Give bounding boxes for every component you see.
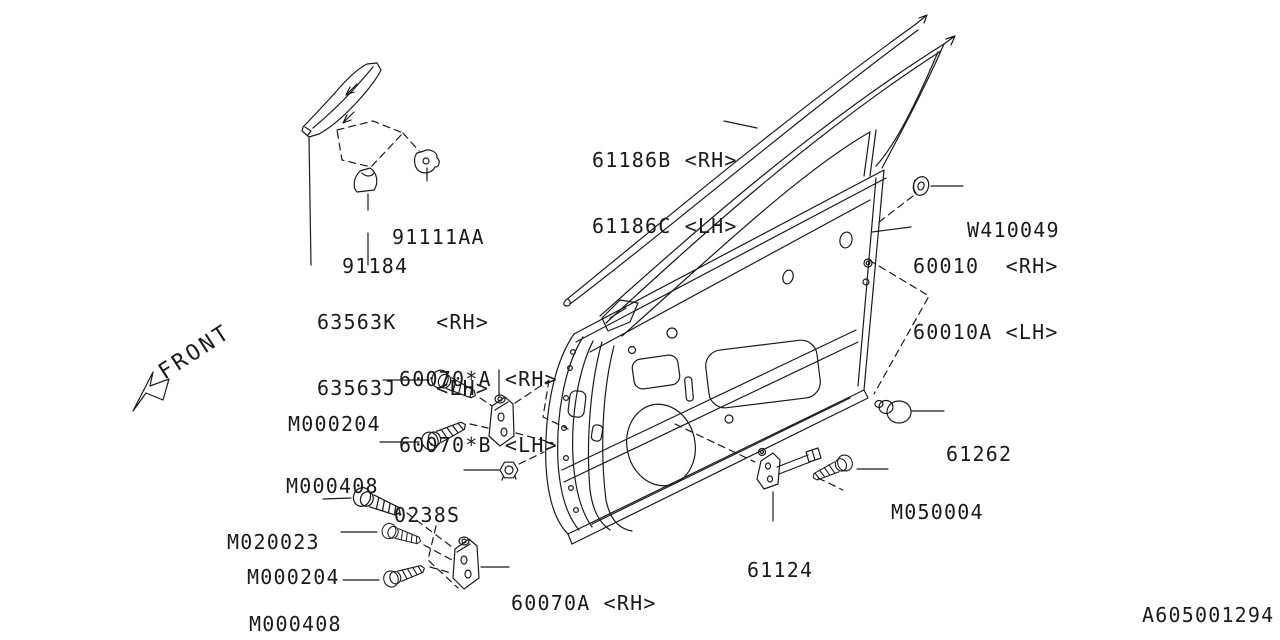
part-label-m000204-upper: M000204 <box>288 412 381 436</box>
part-label-w410049: W410049 <box>967 218 1060 242</box>
part-label-m050004: M050004 <box>891 500 984 524</box>
door-panel-line-art <box>545 169 887 545</box>
leader-lines <box>308 120 964 581</box>
part-label-m000408-lower: M000408 <box>249 612 342 636</box>
upper-hinge-icon <box>488 394 515 447</box>
part-label-63563: 63563K <RH> 63563J <LH> <box>317 310 490 400</box>
dashed-leader-lines <box>336 120 930 589</box>
door-check-icon <box>756 447 822 490</box>
door-frame-line-art <box>599 35 956 337</box>
sash-strip-line-art <box>563 14 928 307</box>
part-label-m000204-lower: M000204 <box>247 565 340 589</box>
plug-icon <box>874 399 912 424</box>
part-label-61262: 61262 <box>946 442 1013 466</box>
part-label-60010: 60010 <RH> 60010A <LH> <box>913 254 1059 344</box>
part-label-0238s: 0238S <box>394 503 461 527</box>
part-label-m020023: M020023 <box>227 530 320 554</box>
part-label-91184: 91184 <box>342 254 409 278</box>
part-label-61124: 61124 <box>747 558 814 582</box>
bolt-icon-m050004 <box>809 452 856 486</box>
lower-hinge-icon <box>452 536 480 590</box>
part-label-60070-lower: 60070A <RH> 60070B <LH> <box>511 591 657 615</box>
front-arrow-icon <box>132 371 170 412</box>
garnish-line-art <box>301 62 382 138</box>
nut-icon <box>499 461 519 481</box>
diagram-code: A605001294 <box>1142 603 1275 627</box>
part-label-91111aa: 91111AA <box>392 225 485 249</box>
part-label-m000408-upper: M000408 <box>286 474 379 498</box>
clip-91184-icon <box>353 167 378 193</box>
clip-91111aa-icon <box>413 149 440 174</box>
part-label-60070-upper: 60070*A <RH> 60070*B <LH> <box>399 367 558 457</box>
part-label-61186: 61186B <RH> 61186C <LH> <box>592 148 738 238</box>
grommet-icon <box>912 176 930 196</box>
